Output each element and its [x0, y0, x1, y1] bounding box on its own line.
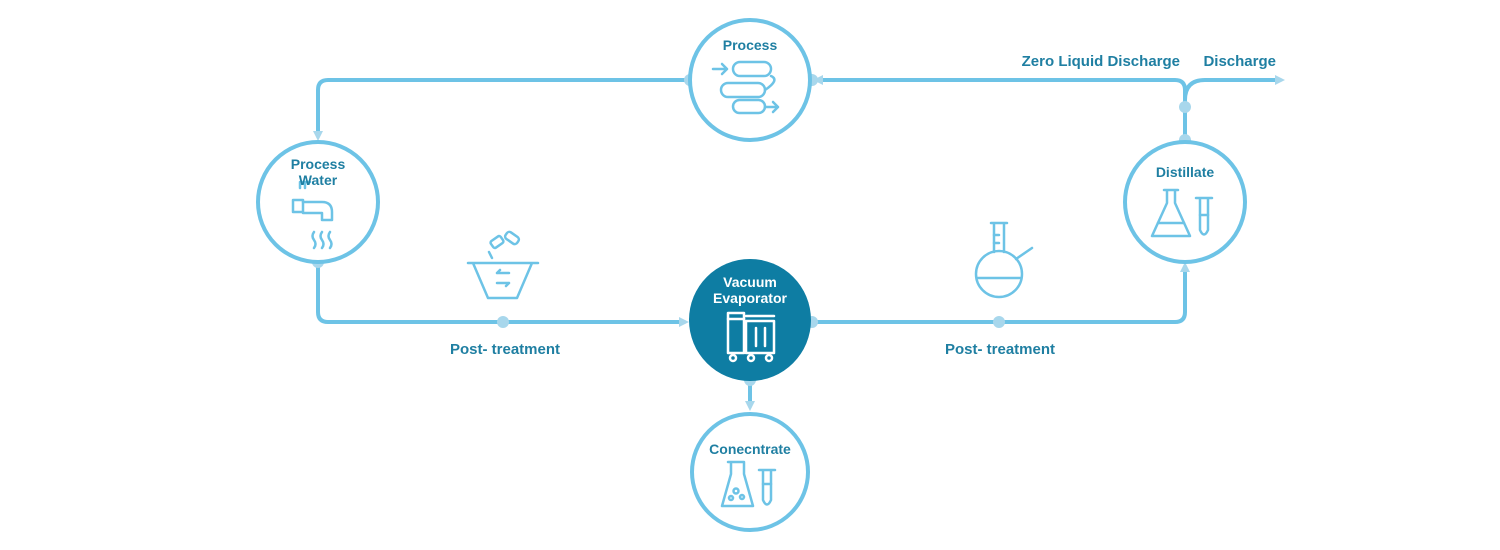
round-flask-icon	[974, 221, 1034, 299]
process-node	[688, 18, 812, 142]
connector-dot	[993, 316, 1005, 328]
treatment-basin-icon	[466, 230, 540, 300]
concentrate-node-label: Conecntrate	[709, 441, 791, 457]
evaporator-machine-icon	[726, 311, 776, 363]
process-water-node-label: Process Water	[290, 156, 346, 188]
process-flow-icon	[711, 60, 780, 115]
distillate-node	[1123, 140, 1247, 264]
concentrate-node	[690, 412, 810, 532]
left-post-treatment-label: Post- treatment	[449, 341, 561, 358]
edge-distillate-to-process	[813, 75, 1187, 142]
edge-process-to-water	[313, 78, 692, 141]
edge-water-to-evaporator	[316, 260, 689, 327]
flask-bubbles-tube-icon	[720, 460, 777, 508]
discharge-label: Discharge	[1203, 53, 1276, 70]
flask-tube-icon	[1150, 188, 1214, 238]
right-post-treatment-label: Post- treatment	[944, 341, 1056, 358]
edge-evaporator-to-distillate	[810, 262, 1190, 324]
edge-discharge	[1183, 75, 1285, 102]
vacuum-evaporator-node-label: Vacuum Evaporator	[713, 274, 787, 306]
zero-liquid-discharge-label: Zero Liquid Discharge	[1021, 53, 1180, 70]
connector-dot	[497, 316, 509, 328]
faucet-steam-icon	[291, 180, 334, 250]
connector-dot	[1179, 101, 1191, 113]
process-node-label: Process	[722, 37, 778, 53]
distillate-node-label: Distillate	[1155, 164, 1215, 180]
